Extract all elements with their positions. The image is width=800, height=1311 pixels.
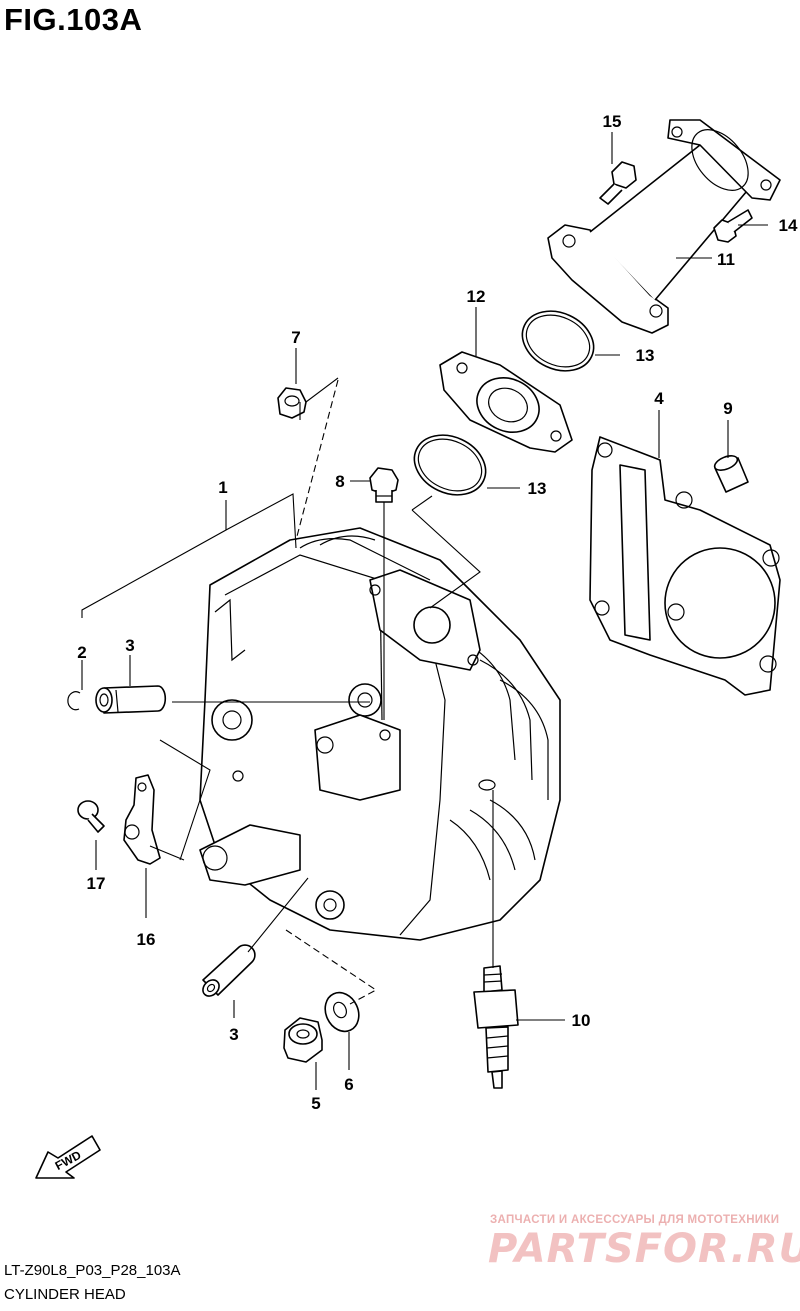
callout-10: 10 bbox=[572, 1011, 591, 1030]
callout-12: 12 bbox=[467, 287, 486, 306]
dowel-part-9[interactable] bbox=[713, 453, 749, 493]
callout-1: 1 bbox=[218, 478, 227, 497]
clip-part-2[interactable] bbox=[67, 691, 81, 711]
callout-7: 7 bbox=[291, 328, 300, 347]
dowel-pin-part-3-lower[interactable] bbox=[200, 944, 256, 999]
callout-16: 16 bbox=[137, 930, 156, 949]
reference-code: LT-Z90L8_P03_P28_103A bbox=[4, 1262, 181, 1279]
nut-part-7[interactable] bbox=[277, 387, 307, 419]
bolt-part-8[interactable] bbox=[369, 467, 399, 503]
leader-lines bbox=[81, 132, 768, 1090]
dowel-pin-part-3-upper[interactable] bbox=[95, 685, 167, 714]
nut-part-5[interactable] bbox=[283, 1017, 323, 1063]
callout-8: 8 bbox=[335, 472, 344, 491]
callout-13-lower: 13 bbox=[528, 479, 547, 498]
intake-pipe-part-11[interactable] bbox=[547, 119, 781, 334]
o-ring-part-13-upper[interactable] bbox=[513, 300, 604, 382]
section-name: CYLINDER HEAD bbox=[4, 1286, 126, 1303]
figure-title: FIG.103A bbox=[4, 2, 143, 37]
callout-15: 15 bbox=[603, 112, 622, 131]
callout-6: 6 bbox=[344, 1075, 353, 1094]
callout-14: 14 bbox=[779, 216, 798, 235]
cylinder-head-body[interactable] bbox=[199, 527, 561, 941]
spark-plug-part-10[interactable] bbox=[473, 965, 519, 1089]
bolt-part-15[interactable] bbox=[599, 161, 637, 205]
watermark-tagline: ЗАПЧАСТИ И АКСЕССУАРЫ ДЛЯ МОТОТЕХНИКИ bbox=[490, 1214, 780, 1226]
screw-part-17[interactable] bbox=[77, 800, 105, 833]
o-ring-part-13-lower[interactable] bbox=[405, 424, 496, 506]
callout-2: 2 bbox=[77, 643, 86, 662]
insulator-part-12[interactable] bbox=[439, 351, 573, 453]
callout-5: 5 bbox=[311, 1094, 320, 1113]
callout-labels: 1 2 3 3 4 5 6 7 8 9 10 11 12 13 13 14 15… bbox=[77, 112, 798, 1113]
callout-9: 9 bbox=[723, 399, 732, 418]
callout-3-upper: 3 bbox=[125, 636, 134, 655]
watermark-brand: PARTSFOR.RU bbox=[488, 1226, 800, 1272]
head-gasket-part-4[interactable] bbox=[589, 436, 781, 696]
callout-11: 11 bbox=[717, 250, 735, 269]
callout-3-lower: 3 bbox=[229, 1025, 238, 1044]
bracket-part-16[interactable] bbox=[123, 774, 161, 865]
callout-4: 4 bbox=[654, 389, 664, 408]
washer-part-6[interactable] bbox=[319, 987, 365, 1037]
fwd-arrow-icon: FWD bbox=[35, 1135, 101, 1179]
callout-17: 17 bbox=[87, 874, 106, 893]
callout-13-upper: 13 bbox=[636, 346, 655, 365]
